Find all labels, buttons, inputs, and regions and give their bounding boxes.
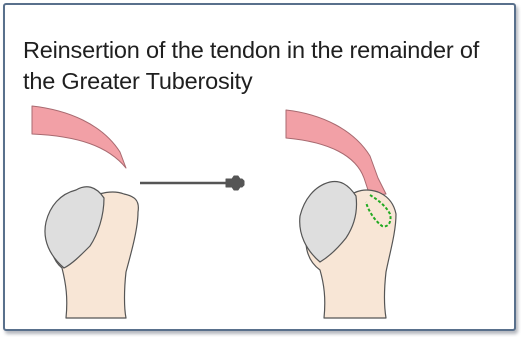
before-panel [32,106,138,318]
after-panel [286,110,396,318]
instrument-tip [226,176,244,190]
anchor-instrument-icon [140,176,244,190]
tendon-left [32,106,126,168]
